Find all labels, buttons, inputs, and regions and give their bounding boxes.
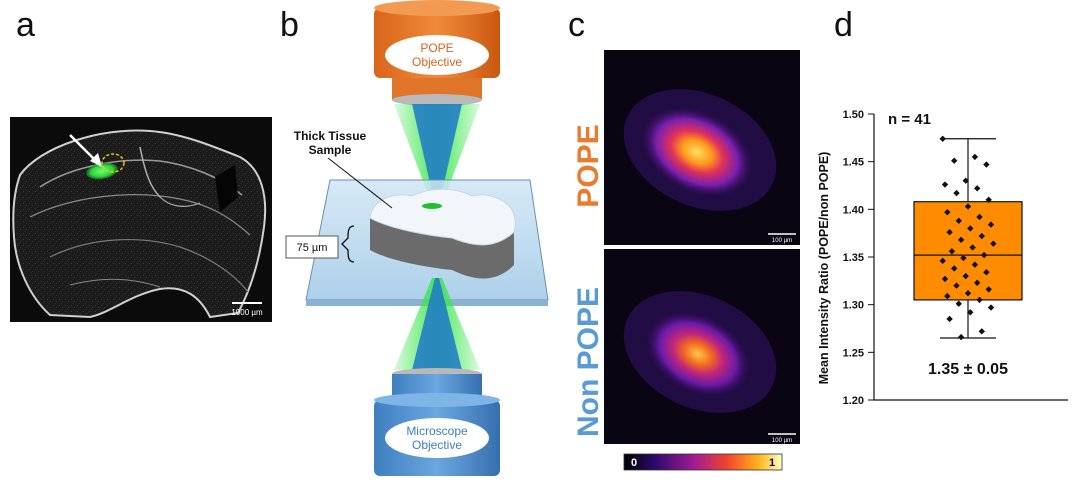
pope-objective-label-bg — [385, 35, 489, 75]
panel-letter-c: c — [568, 6, 585, 44]
panel-d-box-plot: Mean Intensity Ratio (POPE/non POPE) 1.2… — [817, 109, 1068, 407]
iqr-box — [913, 201, 1023, 301]
sample-label-line2: Sample — [309, 143, 352, 157]
thickness-label: 75 µm — [297, 242, 328, 254]
data-point — [953, 282, 960, 289]
y-tick-label: 1.50 — [843, 109, 864, 121]
data-point — [951, 157, 958, 164]
panel-a-brain-image: 1000 µm — [10, 117, 272, 322]
panel-letter-a: a — [16, 6, 35, 44]
data-point — [971, 153, 979, 161]
data-point — [978, 328, 985, 335]
microscope-objective-label-bg — [385, 418, 489, 458]
tissue-sample-top — [369, 188, 516, 246]
y-tick-label: 1.20 — [843, 395, 864, 407]
white-arrow — [69, 134, 97, 162]
thickness-label-box — [285, 235, 339, 259]
panel-b-schematic: POPE Objective Microscope Objective Thic… — [285, 0, 549, 476]
brain-outline — [12, 129, 267, 319]
n-annotation: n = 41 — [888, 111, 931, 128]
pope-objective-label-line1: POPE — [420, 41, 453, 55]
data-point — [987, 221, 995, 228]
pope-scale-bar-label: 100 µm — [772, 238, 792, 244]
data-point — [974, 185, 981, 192]
colorbar-max-label: 1 — [769, 457, 775, 469]
data-point — [957, 333, 965, 341]
data-point — [983, 161, 990, 168]
data-point — [953, 189, 960, 197]
data-point — [987, 304, 995, 311]
data-point — [971, 261, 979, 268]
tissue-sample-side — [370, 218, 514, 279]
non-pope-scale-bar-label: 100 µm — [772, 438, 792, 444]
panel-letter-d: d — [834, 6, 853, 44]
microscope-objective-label-line1: Microscope — [406, 424, 468, 438]
row-label-pope: POPE — [572, 124, 605, 207]
data-point — [939, 135, 946, 142]
colorbar-min-label: 0 — [631, 457, 637, 469]
y-tick-label: 1.30 — [843, 300, 864, 312]
data-point — [946, 315, 953, 323]
data-point — [976, 296, 983, 304]
panel-a-scale-bar-label: 1000 µm — [231, 308, 263, 317]
data-point — [976, 213, 983, 221]
y-axis-title: Mean Intensity Ratio (POPE/non POPE) — [817, 152, 831, 385]
y-tick-label: 1.40 — [843, 204, 864, 216]
roi-dashed-outline — [101, 153, 125, 173]
data-point — [941, 275, 949, 283]
colorbar — [623, 453, 783, 471]
y-tick-label: 1.25 — [843, 347, 864, 359]
y-tick-label: 1.45 — [843, 157, 864, 169]
data-point — [964, 290, 972, 297]
panel-c-images: POPE Non POPE 100 µm 100 µm 0 1 — [572, 50, 800, 471]
thickness-bracket — [341, 225, 355, 263]
data-point — [946, 229, 953, 236]
sample-pointer-line — [327, 157, 393, 209]
data-point — [964, 203, 972, 210]
pope-objective-label-line2: Objective — [412, 55, 462, 69]
panel-letter-b: b — [280, 6, 299, 44]
sample-label-line1: Thick Tissue — [294, 129, 367, 143]
data-point — [941, 181, 949, 188]
data-point — [955, 300, 962, 307]
y-tick-label: 1.35 — [843, 252, 864, 264]
row-label-non-pope: Non POPE — [572, 287, 605, 437]
mean-annotation: 1.35 ± 0.05 — [928, 361, 1008, 378]
green-signal-region — [86, 162, 118, 180]
microscope-objective-label-line2: Objective — [412, 438, 462, 452]
